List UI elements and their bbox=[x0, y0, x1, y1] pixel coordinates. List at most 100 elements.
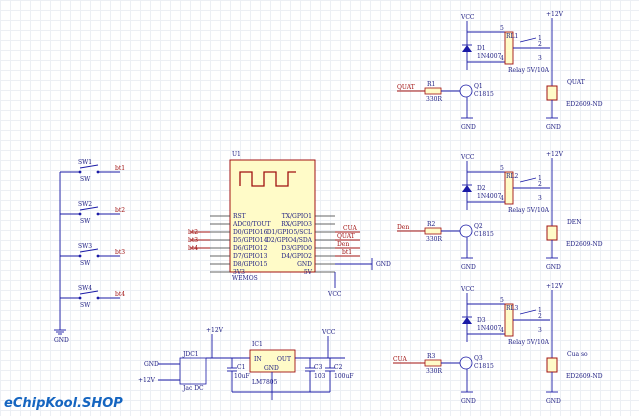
power-vcc: VCC bbox=[321, 329, 336, 336]
mcu-net-quat: QUAT bbox=[337, 233, 355, 240]
relay1-pin2: 2 bbox=[538, 41, 542, 48]
mcu-right-net-wires bbox=[334, 231, 373, 288]
relay3-pin5: 5 bbox=[500, 297, 504, 304]
mcu-name: WEMOS bbox=[232, 275, 258, 282]
mcu-pin-adc0: ADC0/TOUT bbox=[232, 221, 271, 228]
mcu-pin-rst: RST bbox=[233, 213, 246, 220]
sw4-ref: SW4 bbox=[78, 285, 92, 292]
power-12v: +12V bbox=[206, 327, 224, 334]
relay1-diode-ref: D1 bbox=[477, 45, 486, 52]
relay1-12v: +12V bbox=[546, 11, 564, 18]
mcu-waveform-logo bbox=[239, 171, 296, 187]
switch-sw4: SW4 SW bt4 bbox=[60, 285, 125, 309]
relay1-q-val: C1815 bbox=[474, 91, 494, 98]
relay2-q-val: C1815 bbox=[474, 231, 494, 238]
sw2-net: bt2 bbox=[115, 207, 125, 214]
mcu-pin-d1: D1/GPIO5/SCL bbox=[267, 229, 312, 236]
power-reg-name: LM7805 bbox=[252, 379, 278, 386]
power-c2-val: 100uF bbox=[334, 373, 353, 380]
mcu-pin-5v: 5V bbox=[304, 269, 313, 276]
relay3-gnd1: GND bbox=[461, 398, 476, 405]
sw3-net: bt3 bbox=[115, 249, 125, 256]
switch-sw1: SW1 SW bt1 bbox=[60, 159, 125, 183]
mcu-pin-gnd: GND bbox=[297, 261, 312, 268]
power-reg-in: IN bbox=[254, 356, 262, 363]
sw2-type: SW bbox=[80, 218, 91, 225]
power-gnd-in: GND bbox=[144, 361, 159, 368]
mcu-left-pin-stubs bbox=[210, 215, 230, 273]
relay1-diode-icon bbox=[462, 45, 472, 52]
relay3-12v: +12V bbox=[546, 283, 564, 290]
mcu-net-cua: CUA bbox=[343, 225, 357, 232]
relay2-ref: RL2 bbox=[506, 173, 519, 180]
sw1-type: SW bbox=[80, 176, 91, 183]
mcu-pin-d6: D6/GPIO12 bbox=[233, 245, 268, 252]
mcu-pin-d4: D4/GPIO2 bbox=[281, 253, 312, 260]
relay3-q-ref: Q3 bbox=[474, 355, 483, 362]
mcu-pin-d2: D2/GPIO4/SDA bbox=[266, 237, 313, 244]
relay2-input: Den bbox=[397, 224, 409, 231]
power-c1-ref: C1 bbox=[237, 364, 245, 371]
relay1-gnd1: GND bbox=[461, 124, 476, 131]
mcu-vcc-label: VCC bbox=[327, 291, 342, 298]
mcu-net-bt3: bt3 bbox=[188, 237, 198, 244]
relay1-pin4: 4 bbox=[500, 55, 504, 62]
relay-block-3: VCC D3 1N4007 RL3 Relay 5V/10A 1 2 3 4 5… bbox=[393, 283, 603, 405]
relay3-transistor bbox=[459, 356, 473, 370]
mcu-body bbox=[229, 159, 316, 273]
relay3-diode-icon bbox=[462, 317, 472, 324]
relay2-pin3: 3 bbox=[538, 195, 542, 202]
mcu-pin-d8: D8/GPIO15 bbox=[233, 261, 268, 268]
power-c3-val: 103 bbox=[314, 373, 326, 380]
mcu-right-pin-stubs bbox=[315, 215, 335, 273]
power-c3-ref: C3 bbox=[314, 364, 323, 371]
mcu-net-bt4: bt4 bbox=[188, 245, 198, 252]
power-section: GND +12V JDC1 Jac DC +12V IC1 IN OUT GND… bbox=[138, 327, 353, 400]
relay2-pin1: 1 bbox=[538, 175, 542, 182]
relay3-vcc: VCC bbox=[460, 286, 475, 293]
relay1-name: Relay 5V/10A bbox=[508, 67, 550, 74]
relay2-transistor bbox=[459, 224, 473, 238]
switch-section: SW1 SW bt1 SW2 SW bt2 SW3 SW bt3 bbox=[54, 159, 125, 344]
relay2-out-name: DEN bbox=[567, 219, 581, 226]
relay3-ref: RL3 bbox=[506, 305, 519, 312]
relay1-conn bbox=[546, 85, 558, 101]
relay1-ref: RL1 bbox=[506, 33, 518, 40]
relay2-q-ref: Q2 bbox=[474, 223, 483, 230]
relay3-gnd2: GND bbox=[546, 398, 561, 405]
relay3-pin2: 2 bbox=[538, 313, 542, 320]
relay-block-2: VCC D2 1N4007 RL2 Relay 5V/10A 1 2 3 4 5… bbox=[397, 151, 603, 271]
relay3-pin3: 3 bbox=[538, 327, 542, 334]
relay2-gnd2: GND bbox=[546, 264, 561, 271]
relay3-r-ref: R3 bbox=[427, 353, 436, 360]
sw1-ref: SW1 bbox=[78, 159, 92, 166]
relay3-pin4: 4 bbox=[500, 327, 504, 334]
mcu-pin-3v3: 3V3 bbox=[233, 269, 245, 276]
relay2-conn bbox=[546, 225, 558, 241]
relay3-conn-name: ED2609-ND bbox=[566, 373, 603, 380]
sw1-net: bt1 bbox=[115, 165, 125, 172]
relay2-diode: 1N4007 bbox=[477, 193, 502, 200]
relay1-input: QUAT bbox=[397, 84, 415, 91]
mcu-gnd-label: GND bbox=[376, 261, 391, 268]
relay1-pin5: 5 bbox=[500, 25, 504, 32]
mcu-net-bt2: bt2 bbox=[188, 229, 198, 236]
mcu-net-bt1: bt1 bbox=[342, 249, 352, 256]
relay1-pin3: 3 bbox=[538, 55, 542, 62]
relay3-pin1: 1 bbox=[538, 307, 542, 314]
power-c1-val: 10uF bbox=[234, 373, 250, 380]
power-jack-name: Jac DC bbox=[182, 385, 204, 392]
relay1-r-val: 330R bbox=[426, 96, 442, 103]
relay1-r-ref: R1 bbox=[427, 81, 435, 88]
relay3-name: Relay 5V/10A bbox=[508, 339, 550, 346]
relay3-q-val: C1815 bbox=[474, 363, 494, 370]
switch-sw3: SW3 SW bt3 bbox=[60, 243, 125, 267]
mcu-wemos: U1 WEMOS RST ADC0/TOUT D0/GPIO16 D5/GPIO… bbox=[188, 151, 391, 298]
relay3-diode-ref: D3 bbox=[477, 317, 486, 324]
relay2-gnd1: GND bbox=[461, 264, 476, 271]
power-regulator bbox=[249, 349, 296, 373]
switch-gnd-label: GND bbox=[54, 337, 69, 344]
mcu-pin-d0: D0/GPIO16 bbox=[233, 229, 268, 236]
